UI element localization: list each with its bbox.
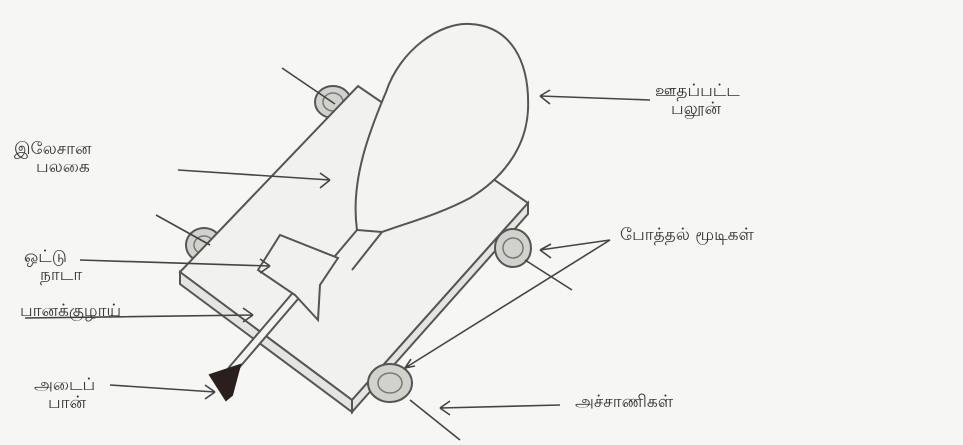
label-tape: ஒட்டுநாடா [24, 247, 83, 285]
stopper [208, 363, 242, 402]
front-bottom-wheel [367, 363, 413, 403]
leader-lines [24, 67, 651, 441]
drinking-straw [227, 282, 308, 375]
label-axle: அச்சாணிகள் [575, 392, 674, 412]
label-stopper: அடைப்பான் [34, 375, 96, 413]
back-right-wheel [494, 228, 532, 268]
inflated-balloon [354, 22, 530, 234]
label-straw: பானக்குழாய் [20, 301, 122, 321]
label-bottle-caps: போத்தல் மூடிகள் [620, 225, 754, 245]
adhesive-tape [256, 233, 340, 323]
